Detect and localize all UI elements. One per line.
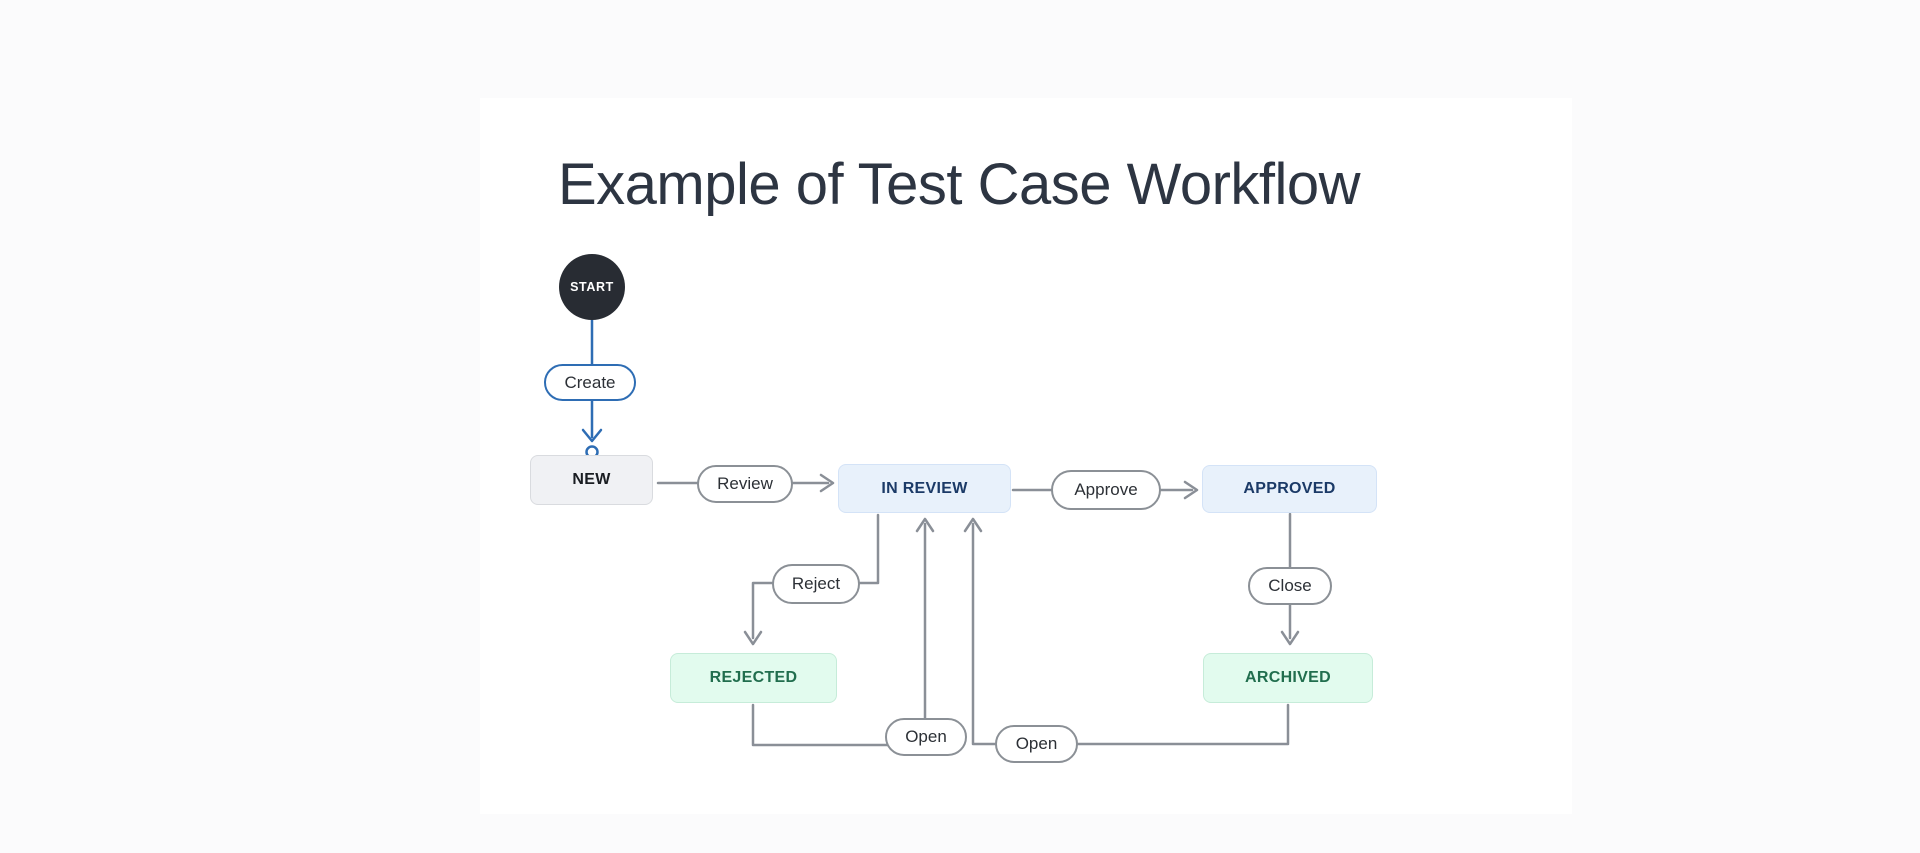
edge-open-from-archived <box>971 522 1290 746</box>
arrowhead-reject <box>743 630 763 646</box>
state-new: NEW <box>530 455 653 505</box>
state-archived: ARCHIVED <box>1203 653 1373 703</box>
arrowhead-review <box>819 473 835 493</box>
arrowhead-approve <box>1183 480 1199 500</box>
transition-open-from-archived: Open <box>995 725 1078 763</box>
edge-open-from-rejected <box>751 522 927 747</box>
transition-open-from-rejected: Open <box>885 718 967 756</box>
transition-approve: Approve <box>1051 470 1161 510</box>
transition-create: Create <box>544 364 636 401</box>
transition-review: Review <box>697 465 793 503</box>
arrowhead-close <box>1280 630 1300 646</box>
state-in-review: IN REVIEW <box>838 464 1011 513</box>
arrowhead-open-from-rejected <box>915 517 935 533</box>
state-approved: APPROVED <box>1202 465 1377 513</box>
diagram-panel <box>480 98 1572 814</box>
start-node: START <box>559 254 625 320</box>
state-rejected: REJECTED <box>670 653 837 703</box>
arrowhead-create <box>581 428 603 443</box>
page-title: Example of Test Case Workflow <box>557 151 1361 217</box>
transition-close: Close <box>1248 567 1332 605</box>
arrowhead-open-from-archived <box>963 517 983 533</box>
transition-reject: Reject <box>772 564 860 604</box>
